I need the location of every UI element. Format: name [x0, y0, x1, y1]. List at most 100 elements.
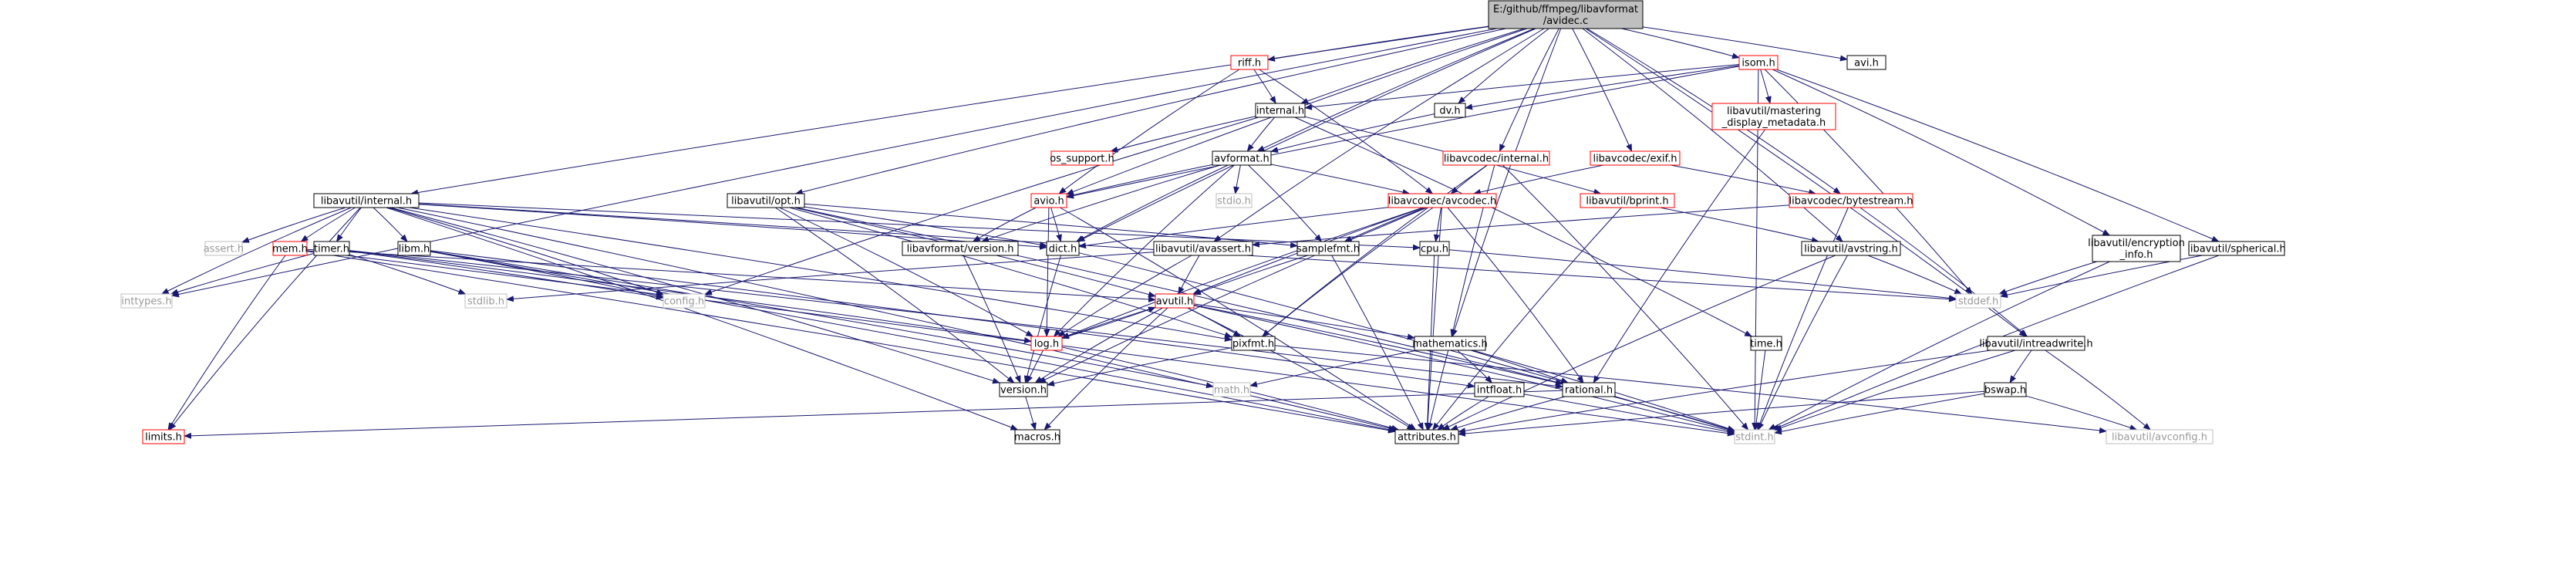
- node-internal[interactable]: internal.h: [1255, 103, 1306, 118]
- node-lf_version[interactable]: libavformat/version.h: [902, 241, 1019, 256]
- node-dv[interactable]: dv.h: [1434, 103, 1466, 118]
- node-libm[interactable]: libm.h: [397, 241, 431, 256]
- node-avconfig-label: libavutil/avconfig.h: [2112, 432, 2207, 444]
- edge-avio-to-attributes: [1060, 207, 1417, 431]
- node-dv-label: dv.h: [1439, 106, 1460, 117]
- node-mem[interactable]: mem.h: [272, 241, 308, 256]
- edge-lu_internal-to-attributes: [397, 207, 1397, 431]
- node-lc_internal[interactable]: libavcodec/internal.h: [1442, 150, 1550, 166]
- edge-bytestream-to-avassert: [1252, 204, 1790, 248]
- node-avi-box: [1846, 55, 1886, 70]
- edge-avcodec-to-dict: [1078, 207, 1389, 249]
- node-encryption[interactable]: libavutil/encryption_info.h: [2088, 235, 2185, 262]
- edge-riff-to-internal: [1253, 69, 1276, 104]
- node-macros[interactable]: macros.h: [1014, 429, 1060, 444]
- edge-isom-to-internal: [1304, 64, 1740, 110]
- node-limits[interactable]: limits.h: [142, 429, 185, 444]
- edge-mathematics-to-attributes: [1427, 350, 1449, 431]
- edge-avutil-to-rational: [1193, 304, 1563, 386]
- node-bytestream[interactable]: libavcodec/bytestream.h: [1789, 193, 1913, 208]
- node-avformat[interactable]: avformat.h: [1212, 150, 1272, 166]
- edge-lu_internal-to-inttypes: [160, 207, 352, 295]
- edge-bytestream-to-stdint: [1757, 207, 1849, 431]
- node-avstring[interactable]: libavutil/avstring.h: [1801, 241, 1901, 256]
- node-isom-box: [1738, 55, 1779, 70]
- edge-avio-to-lf_version: [972, 207, 1037, 242]
- node-stdio[interactable]: stdio.h: [1216, 193, 1253, 208]
- edge-avutil-to-macros: [1044, 307, 1168, 431]
- node-math[interactable]: math.h: [1212, 382, 1251, 397]
- edge-encryption-to-stdint: [1768, 261, 2110, 431]
- node-exif[interactable]: libavcodec/exif.h: [1590, 150, 1681, 166]
- edge-intreadwrite-to-attributes: [1458, 350, 1991, 434]
- node-avassert[interactable]: libavutil/avassert.h: [1153, 241, 1253, 256]
- node-os_support[interactable]: os_support.h: [1050, 150, 1114, 166]
- node-intreadwrite[interactable]: libavutil/intreadwrite.h: [1979, 336, 2093, 351]
- node-pixfmt[interactable]: pixfmt.h: [1231, 336, 1276, 351]
- node-spherical[interactable]: libavutil/spherical.h: [2187, 241, 2286, 256]
- edge-avutil-to-attributes: [1187, 307, 1415, 431]
- node-avformat-label: avformat.h: [1214, 154, 1269, 165]
- node-log[interactable]: log.h: [1030, 336, 1063, 351]
- node-dict[interactable]: dict.h: [1046, 241, 1080, 256]
- edge-lu_internal-to-macros: [386, 207, 1019, 431]
- node-avcodec[interactable]: libavcodec/avcodec.h: [1387, 193, 1497, 208]
- edge-libm-to-attributes: [430, 251, 1396, 433]
- node-assert[interactable]: assert.h: [204, 241, 244, 256]
- node-intfloat-box: [1474, 382, 1525, 397]
- node-time[interactable]: time.h: [1750, 336, 1782, 351]
- node-bprint[interactable]: libavutil/bprint.h: [1580, 193, 1675, 208]
- node-stdint[interactable]: stdint.h: [1734, 429, 1775, 444]
- node-avutil[interactable]: avutil.h: [1155, 293, 1195, 309]
- node-rational[interactable]: rational.h: [1562, 382, 1616, 397]
- node-bytestream-box: [1789, 193, 1913, 208]
- edge-root-to-avi: [1642, 26, 1848, 62]
- node-stdint-box: [1734, 429, 1775, 444]
- node-riff[interactable]: riff.h: [1230, 55, 1269, 70]
- edge-lu_internal-to-limits: [169, 207, 361, 431]
- node-root[interactable]: E:/github/ffmpeg/libavformat/avidec.c: [1488, 0, 1644, 29]
- edge-avcodec-to-samplefmt: [1344, 207, 1426, 242]
- node-cpu[interactable]: cpu.h: [1419, 241, 1450, 256]
- node-pixfmt-box: [1231, 336, 1276, 351]
- node-avio-label: avio.h: [1033, 196, 1064, 208]
- node-stdint-label: stdint.h: [1735, 432, 1773, 444]
- edge-isom-to-encryption: [1772, 69, 2111, 236]
- node-rational-label: rational.h: [1565, 385, 1613, 397]
- edge-opt-to-pixfmt: [789, 207, 1232, 338]
- node-rational-box: [1562, 382, 1616, 397]
- node-opt-box: [727, 193, 805, 208]
- node-stddef[interactable]: stddef.h: [1955, 293, 2001, 309]
- edge-root-to-inttypes: [171, 28, 1497, 298]
- node-avio[interactable]: avio.h: [1030, 193, 1067, 208]
- node-lu_internal[interactable]: libavutil/internal.h: [313, 193, 420, 208]
- edge-timer-to-config: [349, 250, 664, 300]
- node-samplefmt[interactable]: samplefmt.h: [1296, 241, 1360, 256]
- edge-spherical-to-stdint: [1772, 255, 2220, 431]
- node-avutil-label: avutil.h: [1156, 296, 1194, 308]
- node-intfloat[interactable]: intfloat.h: [1474, 382, 1525, 397]
- edge-avutil-to-log: [1061, 306, 1156, 339]
- node-mastering[interactable]: libavutil/mastering_display_metadata.h: [1711, 103, 1836, 130]
- edge-avio-to-log: [1044, 207, 1050, 337]
- edge-mathematics-to-intfloat: [1457, 350, 1493, 383]
- node-stdlib[interactable]: stdlib.h: [464, 293, 507, 309]
- node-riff-box: [1230, 55, 1269, 70]
- node-avconfig[interactable]: libavutil/avconfig.h: [2106, 429, 2214, 444]
- node-mathematics[interactable]: mathematics.h: [1412, 336, 1488, 351]
- edge-bprint-to-avstring: [1660, 207, 1819, 243]
- node-avi[interactable]: avi.h: [1846, 55, 1886, 70]
- node-internal-box: [1255, 103, 1306, 118]
- node-attributes[interactable]: attributes.h: [1394, 429, 1459, 444]
- edge-timer-to-inttypes: [170, 253, 315, 296]
- edge-avformat-to-log: [1053, 164, 1235, 337]
- node-config[interactable]: config.h: [663, 293, 706, 309]
- edge-avformat-to-avcodec: [1270, 164, 1411, 195]
- node-opt[interactable]: libavutil/opt.h: [727, 193, 805, 208]
- node-inttypes[interactable]: inttypes.h: [120, 293, 173, 309]
- node-isom[interactable]: isom.h: [1738, 55, 1779, 70]
- edge-libm-to-intfloat: [430, 250, 1475, 389]
- node-version[interactable]: version.h: [999, 382, 1048, 397]
- node-bswap[interactable]: bswap.h: [1984, 382, 2027, 397]
- node-timer[interactable]: timer.h: [313, 241, 350, 256]
